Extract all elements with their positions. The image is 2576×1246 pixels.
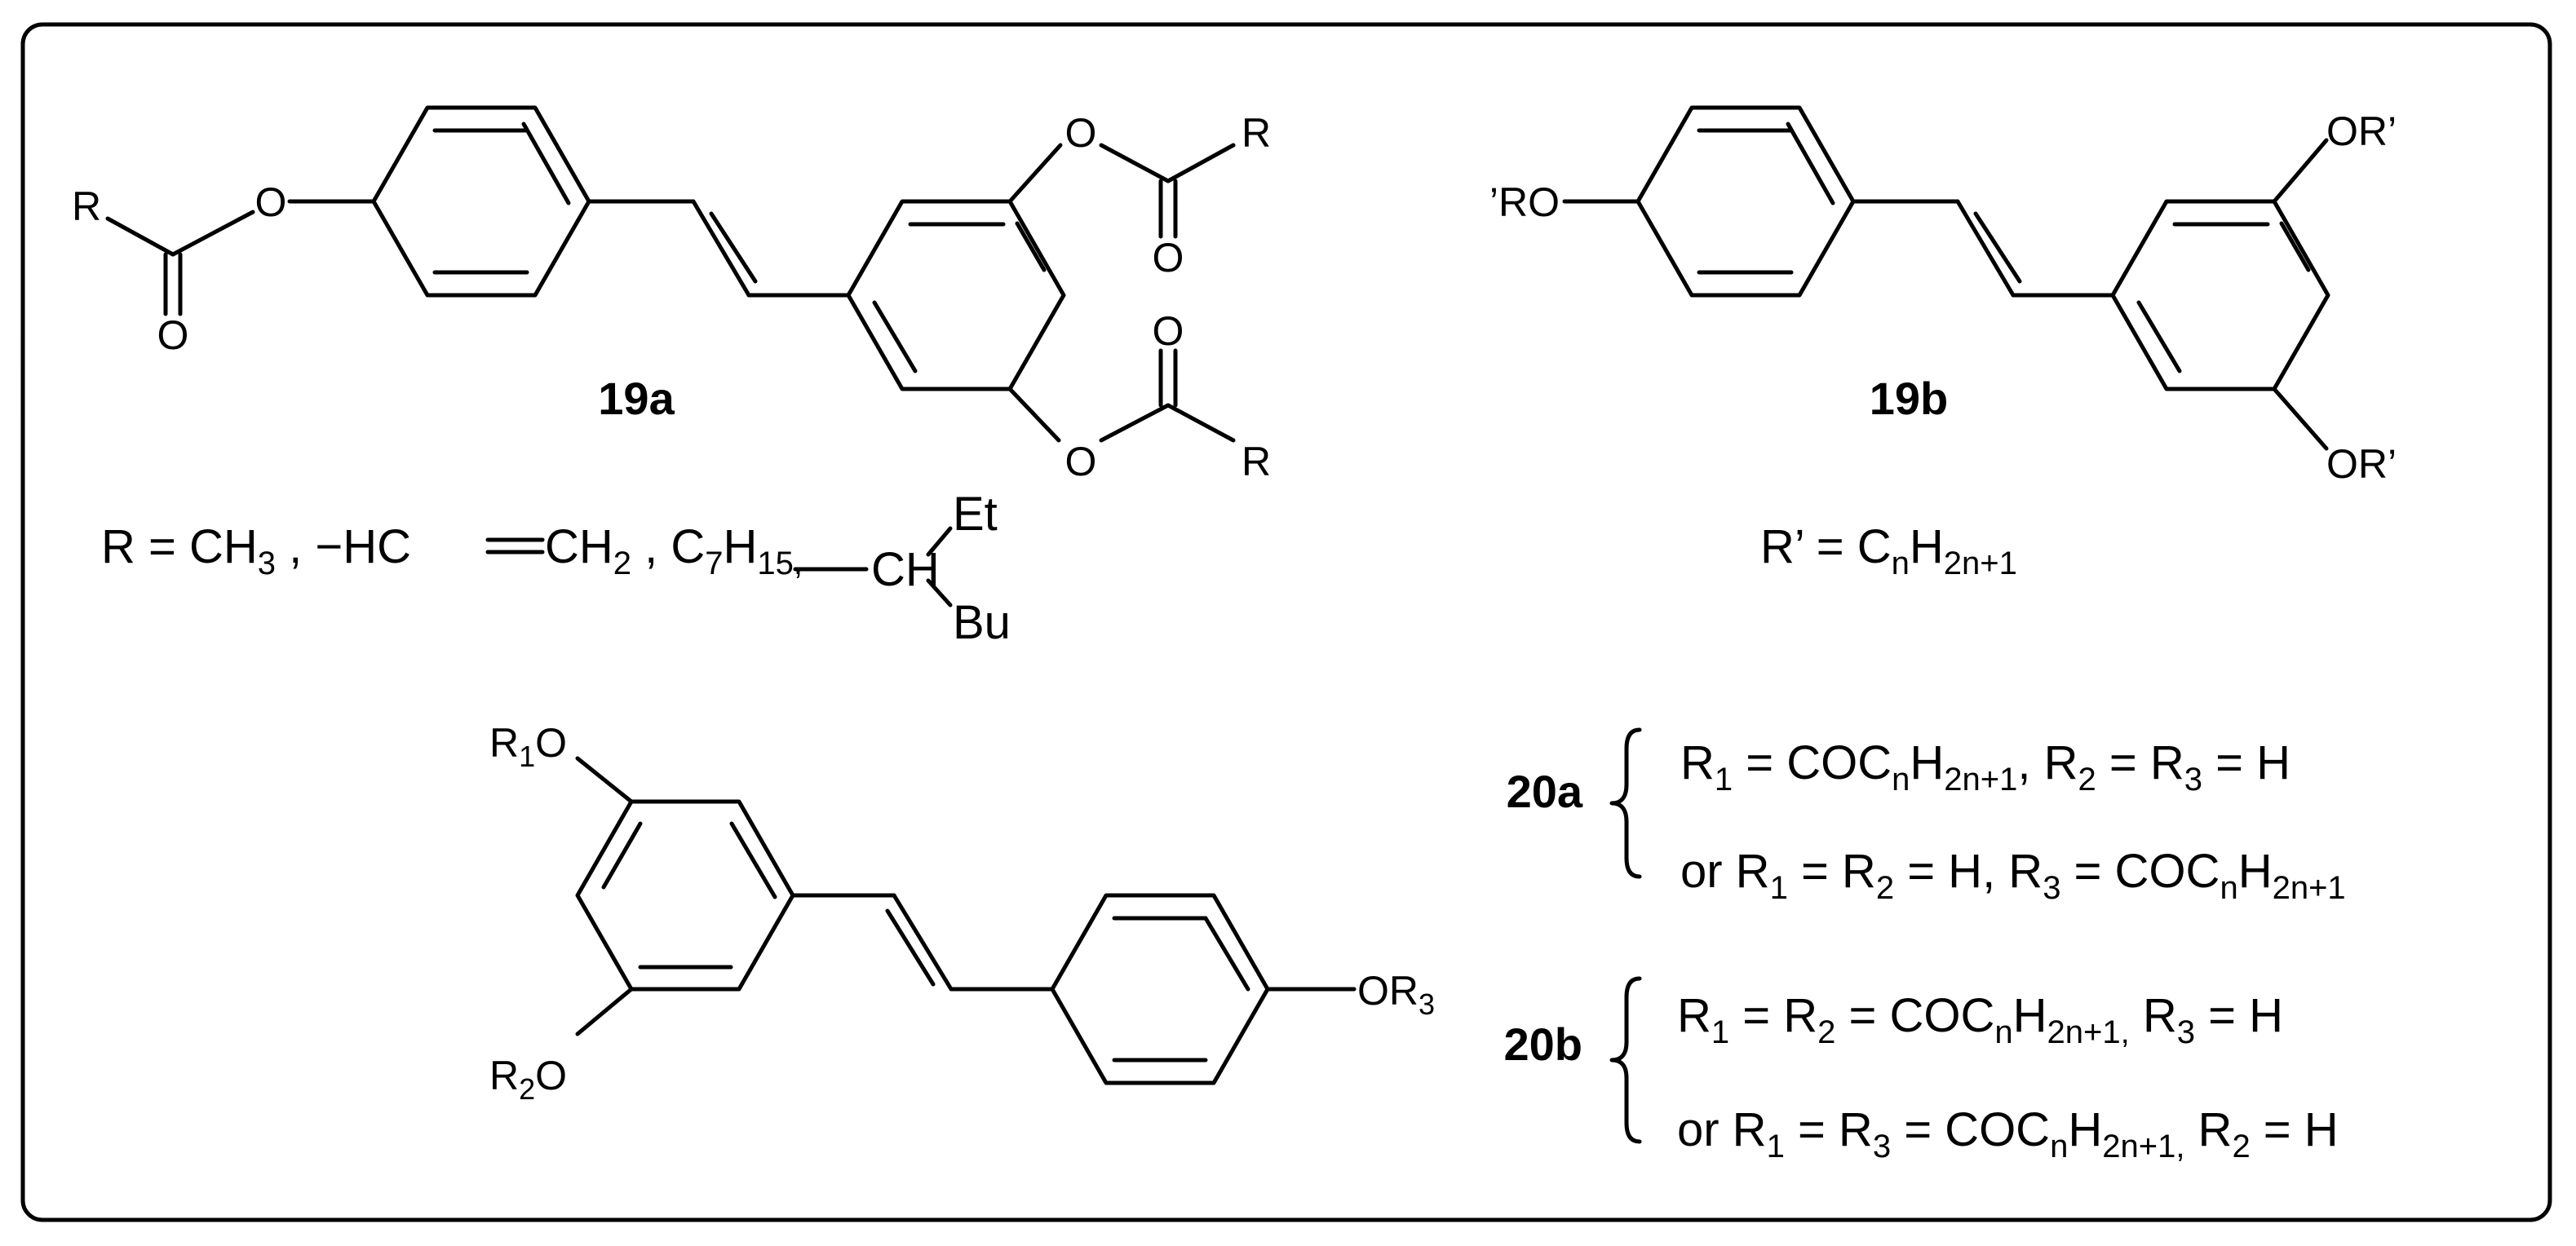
atom-or-top-19b: OR’ (2326, 108, 2397, 154)
structure-19a: R O O O R O O O R 19a R = CH3 , −HC CH2 … (72, 105, 1271, 649)
figure-frame (20, 22, 2552, 1222)
label-19b: 19b (1870, 373, 1949, 424)
atom-r2o-20: R2O (489, 1053, 567, 1106)
r-def-19b-sub1: n (1892, 546, 1910, 581)
r-def-19b-text2: H (1910, 520, 1944, 573)
vinylene-bridge-20 (790, 893, 1055, 992)
label-19a: 19a (598, 373, 675, 424)
acyloxy-left-19a (105, 199, 376, 316)
bond-ch-et (926, 526, 953, 557)
acyloxy-top-19a (1007, 143, 1236, 239)
atom-o-ether-left-19a: O (255, 179, 287, 225)
bond-or-bottom-19b (2272, 387, 2329, 451)
svg-text:R = CH3 , −HC: R = CH3 , −HC (101, 520, 411, 581)
definition-20b: 20b R1 = R2 = COCnH2n+1, R3 = H or R1 = … (1504, 976, 2339, 1164)
text-20b-line1: R1 = R2 = COCnH2n+1, R3 = H (1677, 989, 2283, 1050)
atom-o-carbonyl-bottom-19a: O (1153, 308, 1184, 354)
atom-or-bottom-19b: OR’ (2326, 441, 2397, 487)
bond-r2o-20 (575, 987, 634, 1036)
bond-r1o-20 (575, 756, 634, 804)
r-def-19b-sub2: 2n+1 (1944, 546, 2017, 581)
definition-20a: 20a R1 = COCnH2n+1, R2 = R3 = H or R1 = … (1507, 727, 2346, 906)
r-definition-19b: R’ = CnH2n+1 (1760, 520, 2017, 581)
structure-19b: ’RO OR’ OR’ 19b R’ = CnH2n+1 (1489, 105, 2397, 581)
atom-r1o-20: R1O (489, 720, 567, 773)
label-20a: 20a (1507, 766, 1583, 817)
structure-20: R1O R2O OR3 (489, 720, 1435, 1106)
r-def-bu: Bu (953, 596, 1011, 649)
vinylene-bridge-19b (1851, 199, 2115, 298)
benzene-ring-phenol-20 (1050, 893, 1270, 1085)
text-20a-line1: R1 = COCnH2n+1, R2 = R3 = H (1680, 736, 2291, 798)
atom-r-left-19a: R (72, 183, 101, 229)
atom-o-ether-bottom-19a: O (1065, 439, 1097, 484)
atom-ro-left-19b: ’RO (1489, 179, 1560, 225)
atom-o-ether-top-19a: O (1065, 110, 1097, 156)
label-20b: 20b (1504, 1018, 1583, 1070)
atom-or3-20: OR3 (1357, 968, 1435, 1021)
atom-r-top-19a: R (1242, 110, 1271, 156)
text-20a-line2: or R1 = R2 = H, R3 = COCnH2n+1 (1680, 845, 2346, 906)
r-def-sub4: 15, (757, 546, 803, 581)
svg-text:CH2 , C7H15,: CH2 , C7H15, (545, 520, 803, 581)
r-def-text5: H (724, 520, 758, 573)
r-def-sub1: 3 (258, 546, 276, 581)
r-def-text4: , C (631, 520, 705, 573)
atom-o-carbonyl-left-19a: O (157, 312, 189, 358)
bond-ch-bu (926, 578, 953, 608)
atom-r-bottom-19a: R (1242, 439, 1271, 484)
r-def-sub3: 7 (705, 546, 723, 581)
brace-20a (1609, 727, 1642, 879)
atom-o-carbonyl-top-19a: O (1153, 235, 1184, 281)
vinylene-bridge-19a (586, 199, 851, 298)
brace-20b (1609, 976, 1642, 1144)
r-def-text3: CH (545, 520, 613, 573)
acyloxy-bottom-19a (1007, 348, 1236, 443)
text-20b-line2: or R1 = R3 = COCnH2n+1, R2 = H (1677, 1103, 2339, 1164)
r-def-19b-lead: R’ = C (1760, 520, 1892, 573)
bond-or-top-19b (2272, 138, 2329, 204)
r-def-sub2: 2 (613, 546, 631, 581)
r-definition-19a: R = CH3 , −HC CH2 , C7H15, CH Et Bu (101, 488, 1011, 649)
r-def-et: Et (953, 488, 998, 541)
r-def-text2: , −HC (276, 520, 411, 573)
benzene-ring-resorcinol-20 (575, 799, 795, 992)
r-def-lead: R = CH (101, 520, 258, 573)
